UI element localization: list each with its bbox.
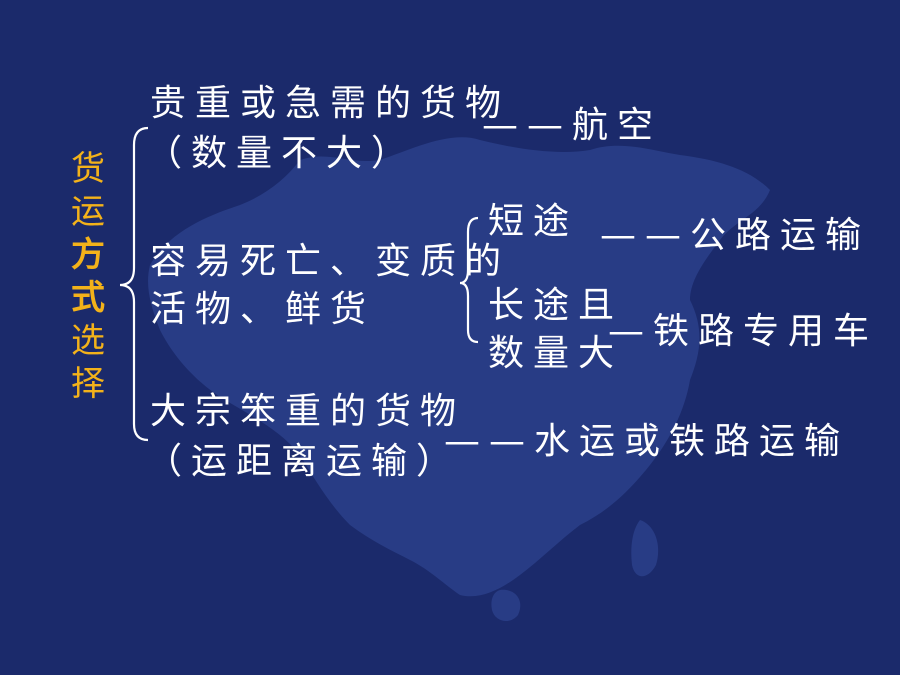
title-char: 方 [71,235,105,275]
air-cargo-line1: 贵重或急需的货物 [150,83,511,124]
short-distance-mode: ——公路运输 [600,215,871,256]
perishable-cargo-line2: 活物、鲜货 [150,289,376,330]
title-char: 择 [71,364,105,404]
air-mode: ——航空 [482,105,663,146]
title-char: 货 [71,149,105,189]
title-char: 式 [71,278,105,318]
air-cargo-line2: （数量不大） [146,133,417,174]
bulk-cargo-line2: （运距离运输） [146,441,462,482]
short-distance-label: 短途 [488,201,579,242]
perishable-cargo-line1: 容易死亡、变质的 [150,241,511,282]
long-distance-mode: —铁路专用车 [608,311,879,352]
bulk-mode: ——水运或铁路运输 [444,421,850,462]
sub-brace [459,216,479,344]
vertical-title: 货 运 方 式 选 择 [68,148,108,406]
bulk-cargo-line1: 大宗笨重的货物 [150,391,466,432]
title-char: 运 [71,192,105,232]
title-char: 选 [71,321,105,361]
long-distance-label-line1: 长途且 [488,285,624,326]
long-distance-label-line2: 数量大 [488,333,624,374]
main-brace [119,126,149,442]
